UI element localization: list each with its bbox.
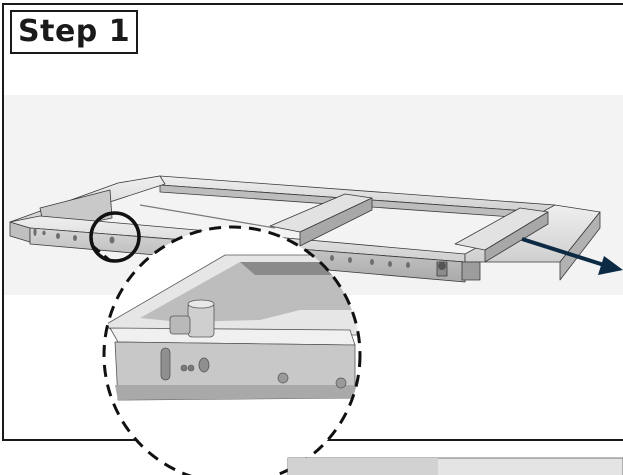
callout-circle-icon bbox=[89, 211, 141, 263]
foot-bracket-right bbox=[461, 261, 481, 281]
zoom-connector-left bbox=[92, 245, 113, 263]
right-end-face bbox=[559, 211, 601, 281]
step-title: Step 1 bbox=[10, 10, 139, 54]
support-rod bbox=[139, 204, 276, 229]
magnified-detail bbox=[92, 225, 362, 475]
next-step-panel-shade bbox=[288, 458, 438, 475]
zoom-hole-round-1 bbox=[277, 372, 289, 384]
zoom-hole-round-2 bbox=[335, 377, 347, 389]
zoom-dashed-circle-icon bbox=[102, 225, 362, 475]
cross-member-1-face bbox=[299, 197, 373, 247]
zoom-rail-face-shadow bbox=[115, 385, 355, 400]
zoom-hole-oval bbox=[198, 357, 210, 373]
direction-arrow-icon bbox=[521, 237, 623, 275]
cross-member-2-face bbox=[484, 211, 549, 263]
front-rail-holes bbox=[33, 228, 446, 270]
zoom-slot-vertical bbox=[160, 347, 171, 381]
